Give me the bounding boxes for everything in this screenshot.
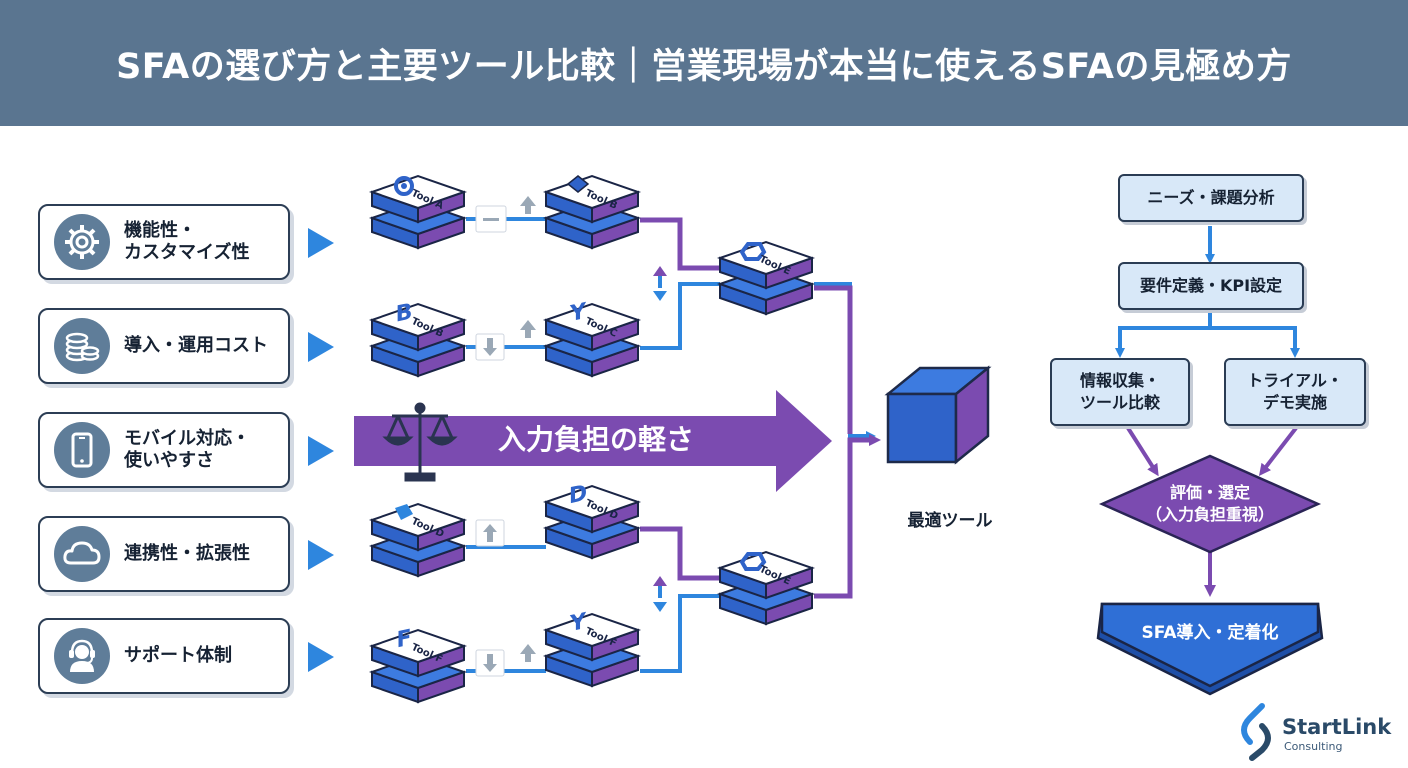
criteria-card-integration: 連携性・拡張性 (38, 516, 290, 592)
step-research-label-line1: 情報収集・ (1079, 371, 1160, 390)
step-needs-analysis-label: ニーズ・課題分析 (1147, 188, 1275, 207)
step-implementation-label: SFA導入・定着化 (1141, 623, 1279, 643)
criteria-label-line2: 使いやすさ (124, 450, 214, 471)
arrow-right-icon (308, 540, 334, 570)
step-requirements-label: 要件定義・KPI設定 (1139, 276, 1283, 295)
swap-vertical-icon (653, 576, 667, 612)
step-evaluation-diamond (1098, 454, 1322, 554)
page-title: SFAの選び方と主要ツール比較｜営業現場が本当に使えるSFAの見極め方 (116, 46, 1292, 87)
criteria-label: 導入・運用コスト (124, 335, 268, 357)
criteria-card-mobile: モバイル対応・ 使いやすさ (38, 412, 290, 488)
tool-stack-tool-d: D (542, 480, 642, 560)
criteria-label: 機能性・ カスタマイズ性 (124, 220, 249, 264)
step-implementation-shape (1096, 602, 1324, 696)
smartphone-icon (54, 422, 110, 478)
criteria-label: サポート体制 (124, 645, 232, 667)
criteria-label: 連携性・拡張性 (124, 543, 250, 565)
arrow-up-icon (520, 644, 536, 662)
optimal-tool-cube (884, 365, 992, 465)
tool-stack-tool-c: Y (542, 298, 642, 378)
criteria-label-line2: カスタマイズ性 (124, 242, 250, 263)
diagram-canvas: 機能性・ カスタマイズ性 導入・運用コスト (0, 126, 1408, 768)
tool-stack-tool-a (368, 174, 468, 250)
arrow-up-icon (475, 519, 505, 547)
criteria-card-support: サポート体制 (38, 618, 290, 694)
startlink-logo-mark (1241, 703, 1271, 761)
arrow-up-icon (520, 320, 536, 338)
svg-text:B: B (396, 298, 413, 327)
arrow-right-icon (308, 436, 334, 466)
swap-vertical-icon (653, 266, 667, 301)
criteria-label-line1: サポート体制 (124, 645, 232, 666)
comparison-diagram: B Y D F Y (354, 174, 1324, 761)
criteria-label-line1: 機能性・ (124, 220, 196, 241)
svg-text:Y: Y (569, 298, 587, 327)
tool-stack-tool-b (542, 174, 642, 250)
tool-stack-tool-d (368, 502, 468, 578)
logo-name: StartLink (1282, 715, 1392, 739)
arrow-right-icon (308, 332, 334, 362)
step-research: 情報収集・ ツール比較 (1050, 358, 1190, 426)
step-needs-analysis: ニーズ・課題分析 (1118, 174, 1304, 222)
criteria-label: モバイル対応・ 使いやすさ (124, 428, 250, 472)
criteria-label-line1: 導入・運用コスト (124, 335, 268, 356)
minus-icon (475, 205, 507, 233)
step-evaluation-label: 評価・選定 （入力負担重視） (1126, 482, 1294, 526)
tool-stack-tool-e (716, 240, 816, 316)
svg-text:Y: Y (569, 608, 587, 637)
header-banner: SFAの選び方と主要ツール比較｜営業現場が本当に使えるSFAの見極め方 (0, 0, 1408, 126)
tool-stack-tool-f: F (368, 625, 468, 704)
cloud-icon (54, 526, 110, 582)
step-evaluation-label-line1: 評価・選定 (1169, 483, 1250, 502)
criteria-label-line1: モバイル対応・ (124, 428, 250, 449)
arrow-down-icon (475, 649, 505, 677)
tool-stack-tool-e (716, 550, 816, 626)
optimal-tool-label: 最適ツール (907, 511, 993, 531)
step-trial-label-line2: デモ実施 (1262, 393, 1327, 412)
tool-stack-tool-f: Y (542, 608, 642, 688)
focus-arrow (354, 390, 832, 492)
arrow-right-icon (308, 642, 334, 672)
step-research-label-line2: ツール比較 (1079, 393, 1160, 412)
gear-icon (54, 214, 110, 270)
arrow-up-icon (520, 196, 536, 214)
coins-icon (54, 318, 110, 374)
logo-subtitle: Consulting (1284, 740, 1343, 753)
step-evaluation-label-line2: （入力負担重視） (1145, 505, 1274, 524)
criteria-label-line1: 連携性・拡張性 (124, 543, 250, 564)
step-trial: トライアル・ デモ実施 (1224, 358, 1366, 426)
step-trial-label-line1: トライアル・ (1247, 371, 1343, 390)
arrow-down-icon (475, 333, 505, 361)
criteria-card-functionality: 機能性・ カスタマイズ性 (38, 204, 290, 280)
step-requirements: 要件定義・KPI設定 (1118, 262, 1304, 310)
scale-icon (382, 402, 458, 482)
criteria-card-cost: 導入・運用コスト (38, 308, 290, 384)
focus-arrow-label: 入力負担の軽さ (498, 423, 695, 456)
svg-text:D: D (569, 480, 587, 510)
arrow-right-icon (308, 228, 334, 258)
svg-text:F: F (396, 625, 411, 654)
tool-stack-tool-b: B (368, 298, 468, 378)
headset-icon (54, 628, 110, 684)
